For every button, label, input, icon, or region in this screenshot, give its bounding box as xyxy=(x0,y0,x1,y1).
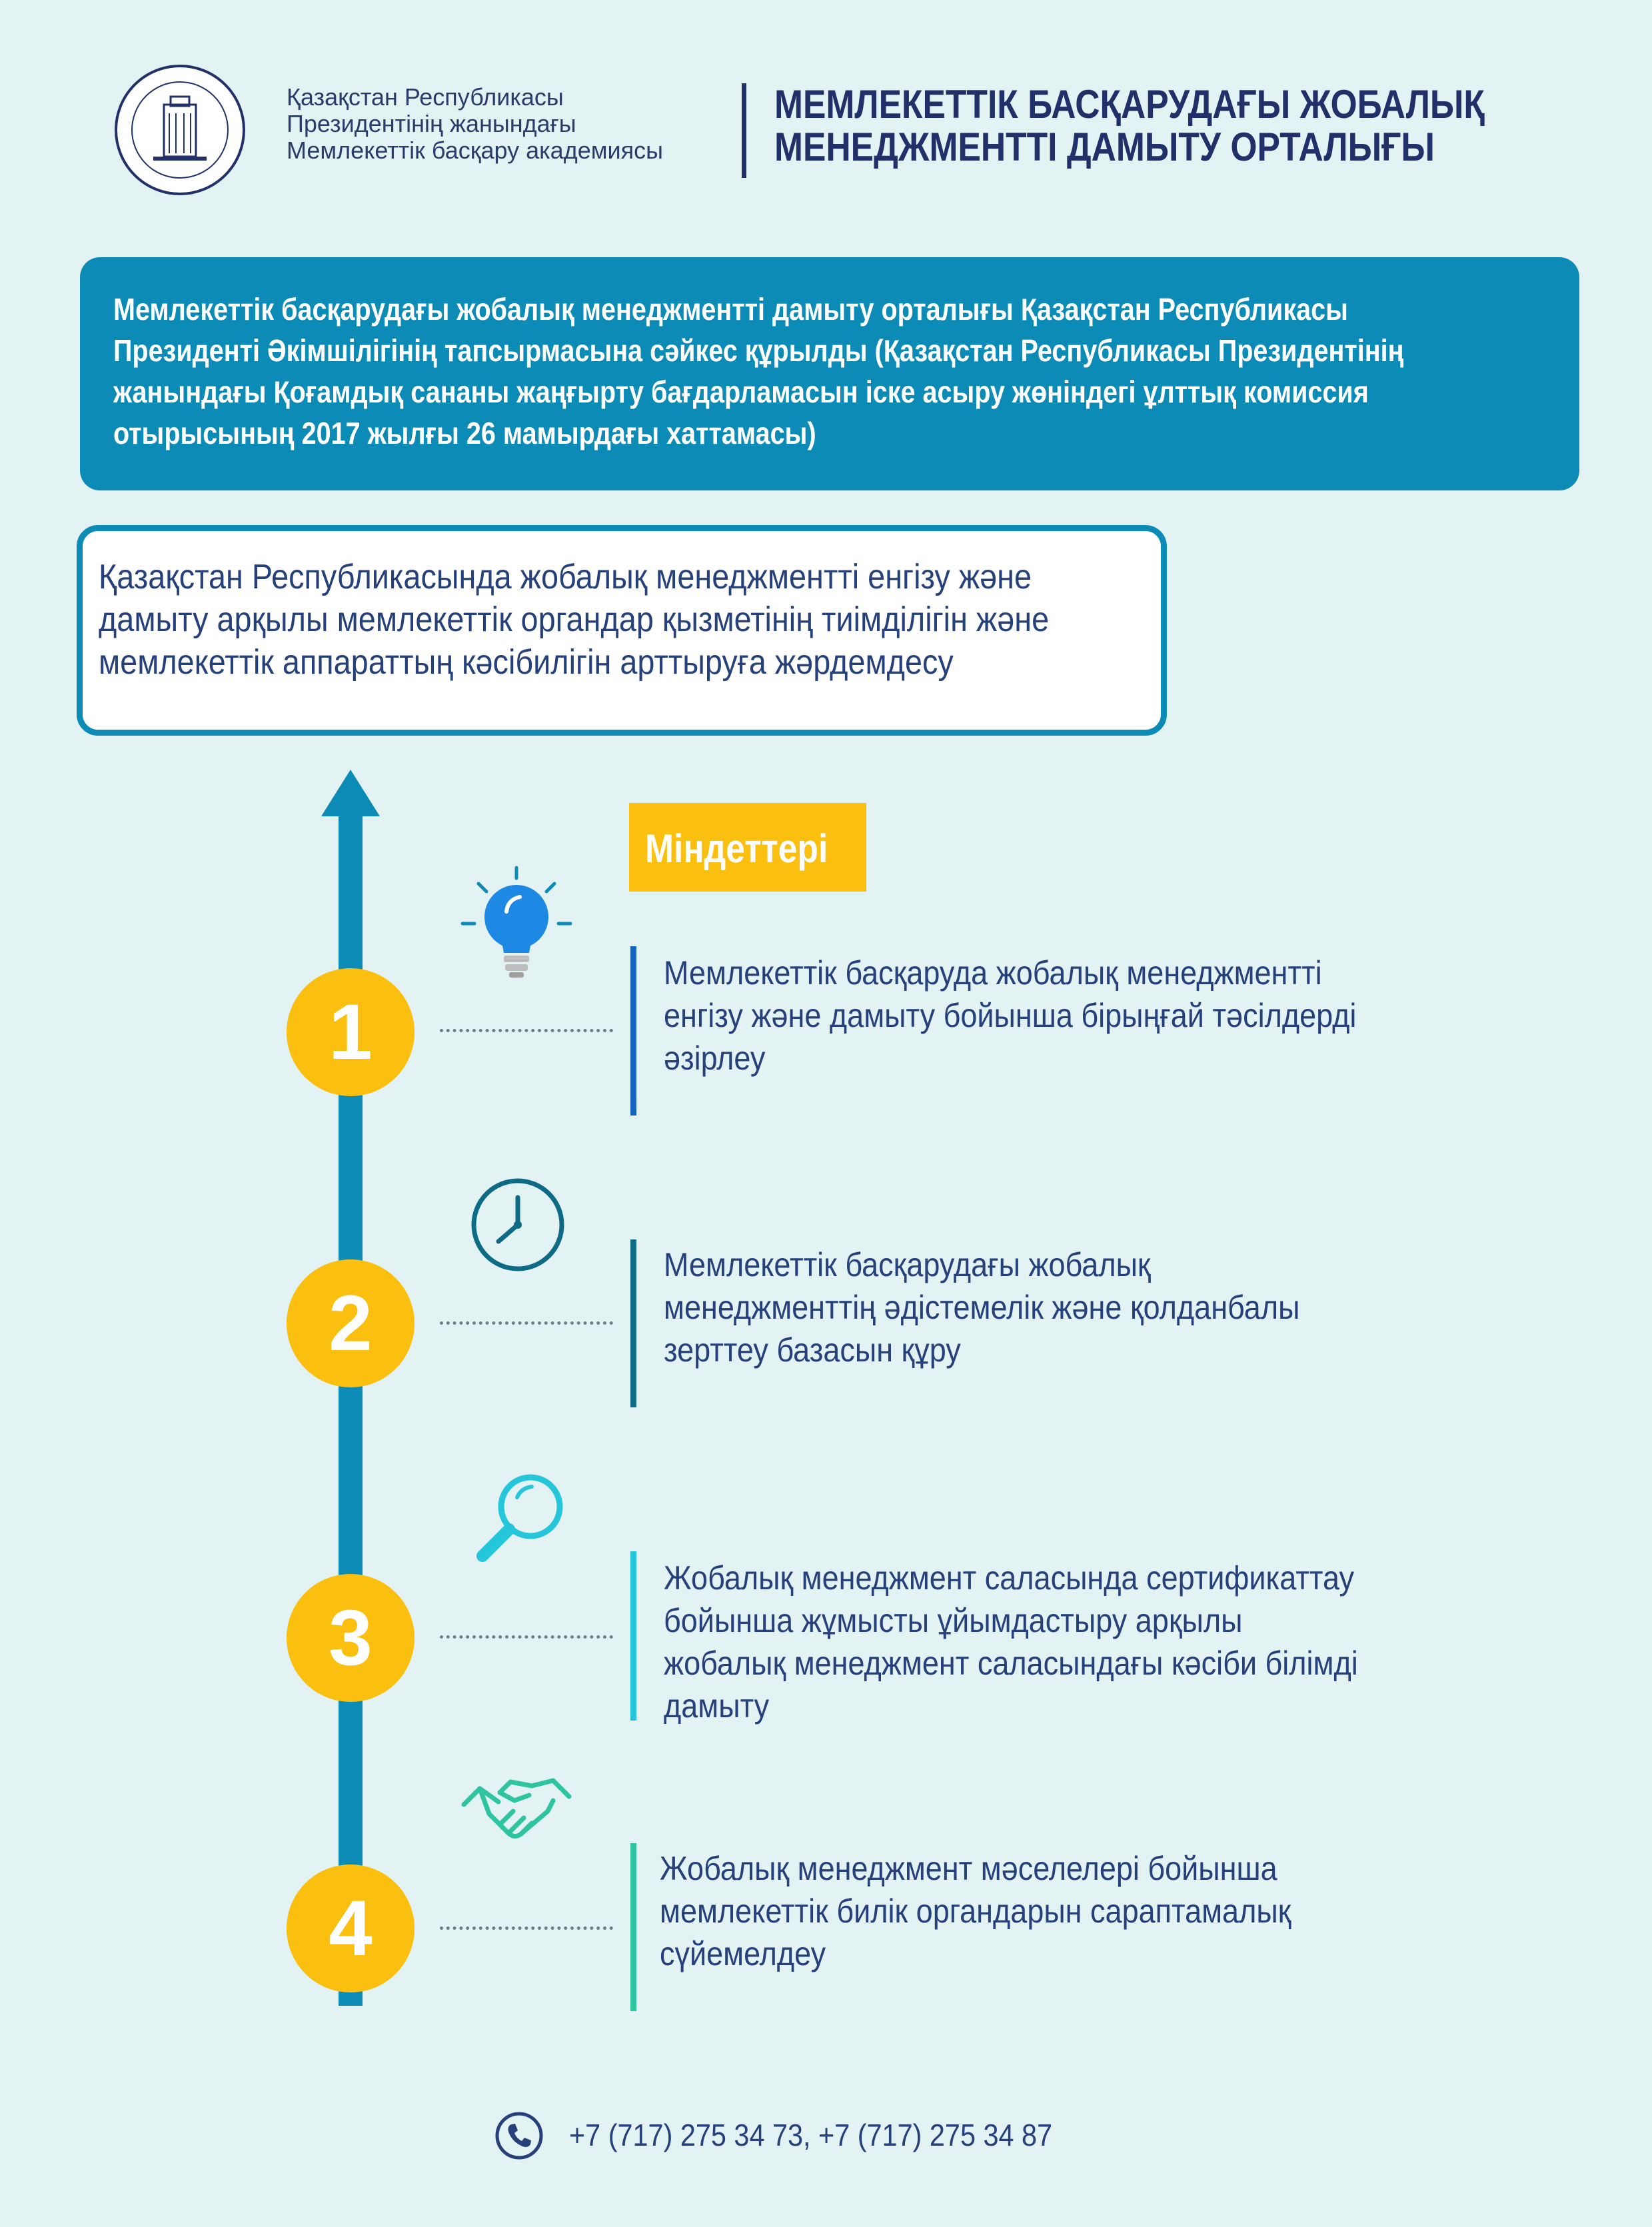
connector-dots xyxy=(440,1635,613,1639)
banner-line-1: Мемлекеттік басқарудағы жобалық менеджме… xyxy=(113,292,1348,327)
banner-line-2: Президенті Әкімшілігінің тапсырмасына сә… xyxy=(113,333,1404,368)
task-line: дамыту xyxy=(664,1687,770,1725)
goal-text: Қазақстан Республикасында жобалық менедж… xyxy=(99,556,1049,684)
tasks-heading-label: Міндеттері xyxy=(645,826,828,871)
task-text: Мемлекеттік басқаруда жобалық менеджмент… xyxy=(664,952,1356,1080)
connector-dots xyxy=(440,1926,613,1930)
task-line: сүйемелдеу xyxy=(660,1935,826,1972)
task-accent-bar xyxy=(630,946,636,1115)
task-number: 4 xyxy=(329,1884,373,1972)
clock-icon xyxy=(471,1178,564,1271)
magnifier-icon xyxy=(476,1474,563,1562)
task-line: Мемлекеттік басқарудағы жобалық xyxy=(664,1246,1151,1283)
task-number-badge: 4 xyxy=(287,1864,414,1992)
organization-name: Қазақстан Республикасы Президентінің жан… xyxy=(287,84,663,164)
task-line: зерттеу базасын құру xyxy=(664,1331,961,1369)
task-line: Жобалық менеджмент мәселелері бойынша xyxy=(660,1850,1277,1887)
task-number: 3 xyxy=(329,1594,373,1682)
task-line: Мемлекеттік басқаруда жобалық менеджмент… xyxy=(664,954,1322,992)
org-line-1: Қазақстан Республикасы xyxy=(287,83,564,111)
task-number: 2 xyxy=(329,1279,373,1367)
academy-seal-logo xyxy=(115,65,245,195)
task-line: бойынша жұмысты ұйымдастыру арқылы xyxy=(664,1602,1243,1639)
connector-dots xyxy=(440,1321,613,1325)
goal-line-2: дамыту арқылы мемлекеттік органдар қызме… xyxy=(99,600,1050,639)
center-title: МЕМЛЕКЕТТІК БАСҚАРУДАҒЫ ЖОБАЛЫҚ МЕНЕДЖМЕ… xyxy=(774,83,1485,169)
goal-box xyxy=(77,525,1167,736)
goal-line-1: Қазақстан Республикасында жобалық менедж… xyxy=(99,558,1032,596)
task-text: Жобалық менеджмент саласында сертификатт… xyxy=(664,1557,1358,1727)
task-line: әзірлеу xyxy=(664,1040,766,1077)
org-line-2: Президентінің жанындағы xyxy=(287,110,576,137)
goal-line-3: мемлекеттік аппараттың кәсібилігін артты… xyxy=(99,643,954,682)
task-accent-bar xyxy=(630,1551,636,1721)
contact-phones: +7 (717) 275 34 73, +7 (717) 275 34 87 xyxy=(569,2118,1053,2152)
task-number: 1 xyxy=(329,988,373,1076)
phone-icon xyxy=(495,2112,543,2160)
task-number-badge: 3 xyxy=(287,1574,414,1702)
task-line: менеджменттің әдістемелік және қолданбал… xyxy=(664,1289,1300,1326)
task-text: Мемлекеттік басқарудағы жобалық менеджме… xyxy=(664,1243,1299,1371)
task-line: Жобалық менеджмент саласында сертификатт… xyxy=(664,1559,1354,1597)
org-line-3: Мемлекеттік басқару академиясы xyxy=(287,137,663,164)
timeline-arrow-up-icon xyxy=(321,770,380,816)
task-text: Жобалық менеджмент мәселелері бойынша ме… xyxy=(660,1847,1291,1975)
center-title-line-2: МЕНЕДЖМЕНТТІ ДАМЫТУ ОРТАЛЫҒЫ xyxy=(774,125,1435,169)
banner-line-3: жанындағы Қоғамдық сананы жаңғырту бағда… xyxy=(113,374,1369,409)
task-accent-bar xyxy=(630,1239,636,1407)
task-accent-bar xyxy=(630,1843,636,2011)
connector-dots xyxy=(440,1029,613,1032)
tasks-heading: Міндеттері xyxy=(629,803,866,892)
banner-line-4: отырысының 2017 жылғы 26 мамырдағы хатта… xyxy=(113,416,816,450)
header-divider xyxy=(742,83,746,178)
task-number-badge: 1 xyxy=(287,968,414,1096)
founding-banner xyxy=(80,257,1579,490)
task-line: енгізу және дамыту бойынша бірыңғай тәсі… xyxy=(664,997,1357,1034)
handshake-icon xyxy=(461,1778,572,1839)
founding-banner-text: Мемлекеттік басқарудағы жобалық менеджме… xyxy=(113,289,1581,454)
task-number-badge: 2 xyxy=(287,1259,414,1387)
task-line: жобалық менеджмент саласындағы кәсіби бі… xyxy=(664,1645,1358,1682)
lightbulb-icon xyxy=(460,866,572,978)
task-line: мемлекеттік билік органдарын сараптамалы… xyxy=(660,1892,1291,1930)
center-title-line-1: МЕМЛЕКЕТТІК БАСҚАРУДАҒЫ ЖОБАЛЫҚ xyxy=(774,82,1485,127)
